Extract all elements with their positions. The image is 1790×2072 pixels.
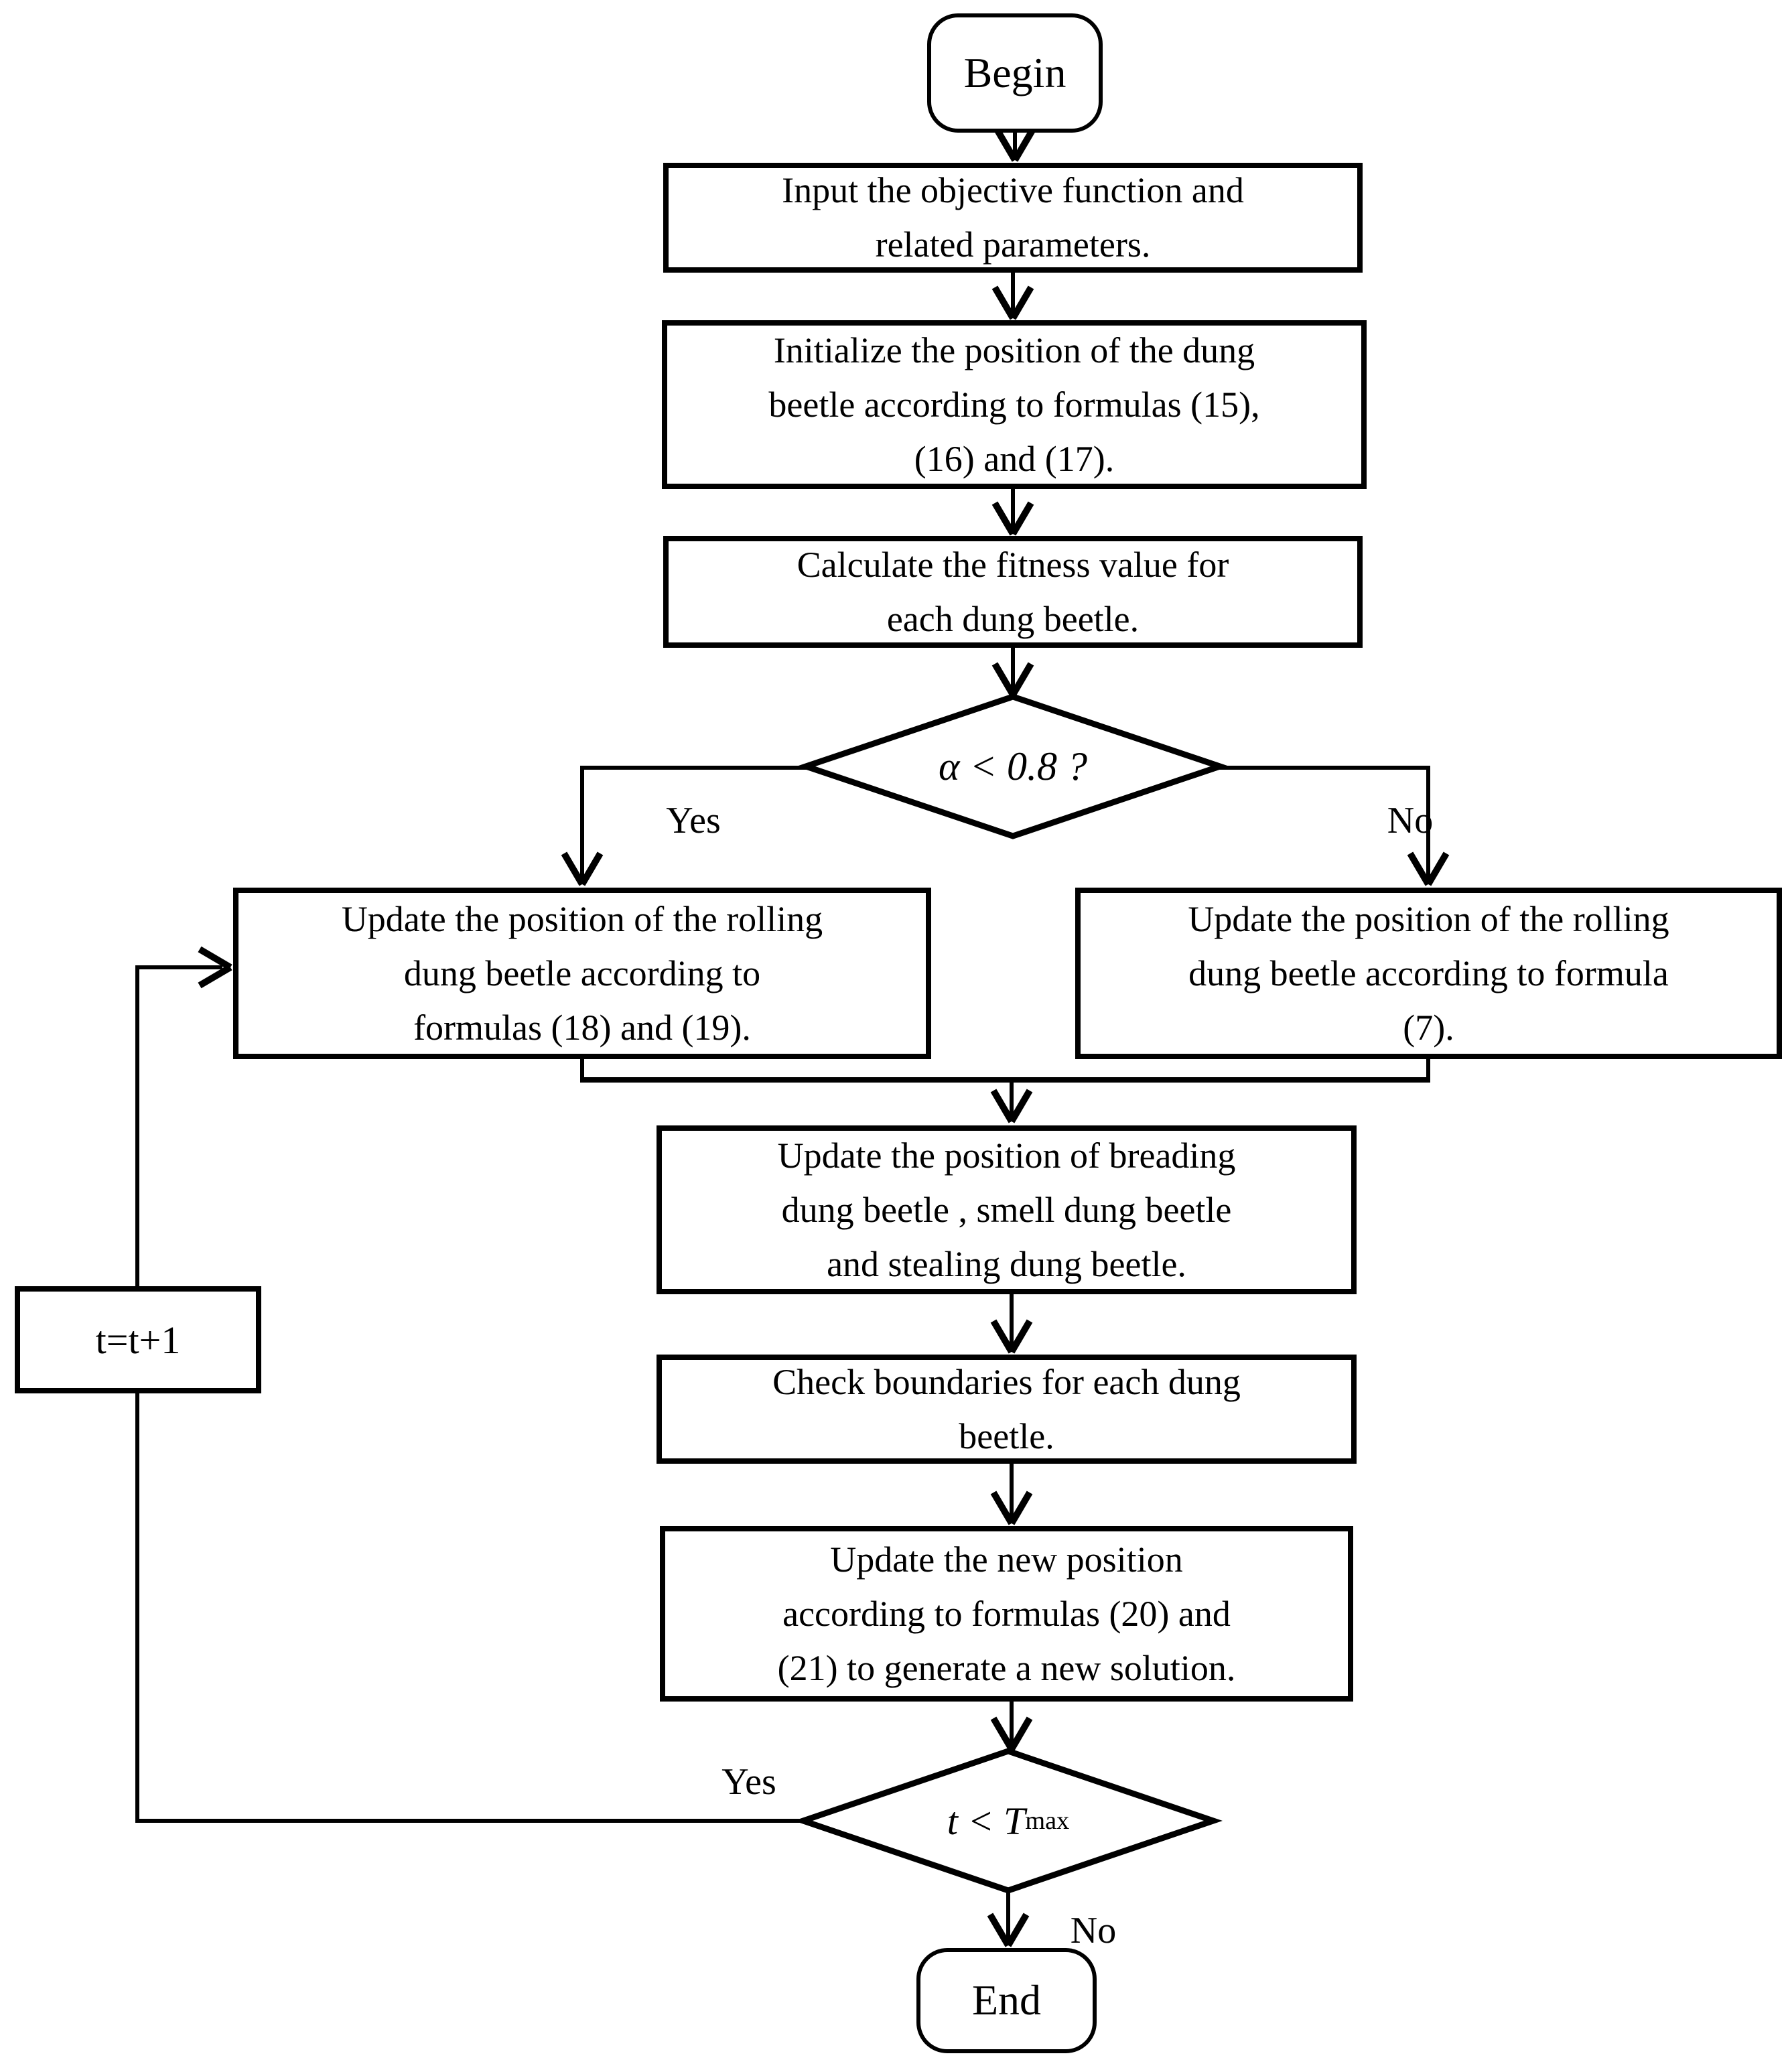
decision-iteration-subscript: max [1025,1807,1070,1835]
flowchart-node-end: End [916,1948,1097,2053]
flowchart-node-update-breeding-smell-stealing: Update the position of breading dung bee… [657,1125,1357,1294]
edge-label-alpha-no: No [1387,800,1434,841]
flowchart-node-begin: Begin [927,13,1103,133]
flowchart-node-update-new-position: Update the new position according to for… [660,1526,1353,1702]
flowchart-node-input-parameters: Input the objective function and related… [663,163,1363,273]
flowchart-node-check-boundaries: Check boundaries for each dung beetle. [657,1355,1357,1464]
flowchart-node-update-rolling-formulas-18-19: Update the position of the rolling dung … [233,888,931,1059]
decision-iteration-main: t < T [947,1799,1026,1843]
flowchart-node-update-rolling-formula-7: Update the position of the rolling dung … [1075,888,1782,1059]
edge-label-iteration-yes: Yes [721,1761,776,1803]
edge-label-iteration-no: No [1070,1910,1117,1951]
flowchart-node-calculate-fitness: Calculate the fitness value for each dun… [663,536,1363,648]
edge-label-alpha-yes: Yes [666,800,721,841]
flowchart-node-increment-t: t=t+1 [15,1286,261,1393]
flowchart-node-initialize-position: Initialize the position of the dung beet… [662,320,1367,489]
decision-alpha-condition: α < 0.8 ? [939,744,1087,788]
